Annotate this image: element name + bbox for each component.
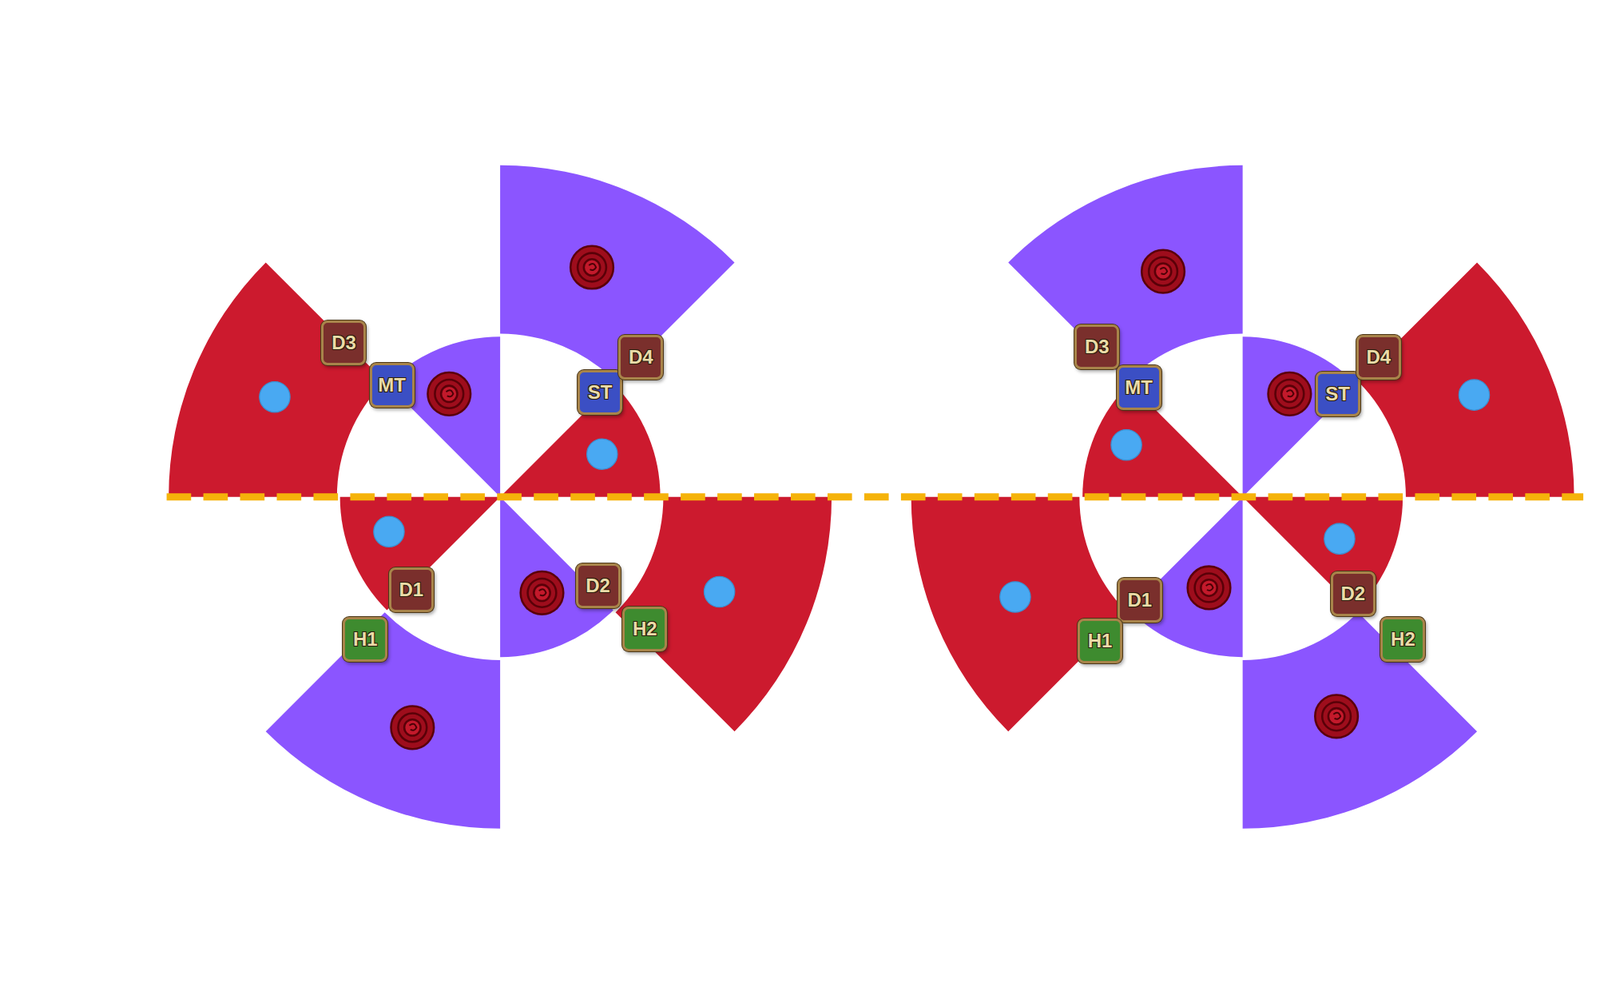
role-label: D2 xyxy=(1341,583,1366,604)
role-marker: D4 xyxy=(1356,334,1402,380)
role-marker: D4 xyxy=(618,334,664,380)
aoe-sector xyxy=(168,262,386,497)
role-marker: MT xyxy=(369,362,415,408)
role-marker: MT xyxy=(1116,365,1162,410)
rose-icon xyxy=(520,571,564,615)
role-label: D3 xyxy=(1084,337,1110,357)
divider-line xyxy=(166,492,1584,501)
rose-icon xyxy=(1187,566,1231,610)
role-marker: H1 xyxy=(342,616,388,662)
aoe-sector xyxy=(386,336,501,497)
blue-marker xyxy=(1458,379,1489,410)
role-marker: D3 xyxy=(321,320,366,366)
role-label: D4 xyxy=(628,347,654,367)
role-label: D2 xyxy=(585,575,611,596)
role-label: MT xyxy=(377,375,406,395)
role-marker: D2 xyxy=(1330,571,1376,616)
blue-marker xyxy=(1324,523,1355,554)
role-marker: D3 xyxy=(1074,324,1120,370)
role-label: D3 xyxy=(331,333,357,353)
role-marker: H2 xyxy=(622,606,667,652)
rose-icon xyxy=(1314,694,1358,739)
role-marker: D1 xyxy=(1117,577,1163,623)
aoe-sector xyxy=(500,165,735,382)
role-label: D1 xyxy=(1127,590,1153,610)
rose-icon xyxy=(390,706,434,750)
aoe-sector xyxy=(340,496,501,611)
aoe-sector xyxy=(1008,165,1243,382)
rose-icon xyxy=(570,246,614,290)
aoe-sector xyxy=(1242,336,1357,497)
role-label: H2 xyxy=(1390,629,1416,649)
aoe-sector xyxy=(266,611,501,829)
rose-icon xyxy=(1141,250,1185,294)
blue-marker xyxy=(587,438,618,469)
role-label: D1 xyxy=(398,579,424,600)
role-marker: H2 xyxy=(1380,616,1426,662)
aoe-sector xyxy=(911,496,1128,731)
role-label: ST xyxy=(587,382,613,402)
role-marker: ST xyxy=(577,369,623,415)
role-label: D4 xyxy=(1365,347,1391,367)
rose-icon xyxy=(427,372,471,416)
role-marker: D1 xyxy=(389,567,434,612)
role-label: ST xyxy=(1325,384,1350,404)
blue-marker xyxy=(1111,429,1142,461)
role-label: H1 xyxy=(1087,631,1113,651)
blue-marker xyxy=(1000,581,1031,612)
aoe-sector xyxy=(615,496,833,731)
role-marker: ST xyxy=(1315,371,1361,417)
aoe-sector xyxy=(1082,383,1243,497)
aoe-sector xyxy=(1129,496,1243,657)
blue-marker xyxy=(259,381,290,413)
aoe-sector xyxy=(1242,611,1477,829)
blue-marker xyxy=(703,575,735,607)
role-marker: D2 xyxy=(575,563,621,608)
role-label: H1 xyxy=(353,629,378,649)
role-marker: H1 xyxy=(1077,618,1123,664)
role-label: MT xyxy=(1124,377,1153,398)
aoe-sector xyxy=(500,496,614,657)
role-label: H2 xyxy=(632,619,658,639)
aoe-sector xyxy=(1242,496,1403,611)
blue-marker xyxy=(373,516,405,547)
aoe-sector xyxy=(1357,262,1575,497)
rose-icon xyxy=(1268,372,1312,416)
